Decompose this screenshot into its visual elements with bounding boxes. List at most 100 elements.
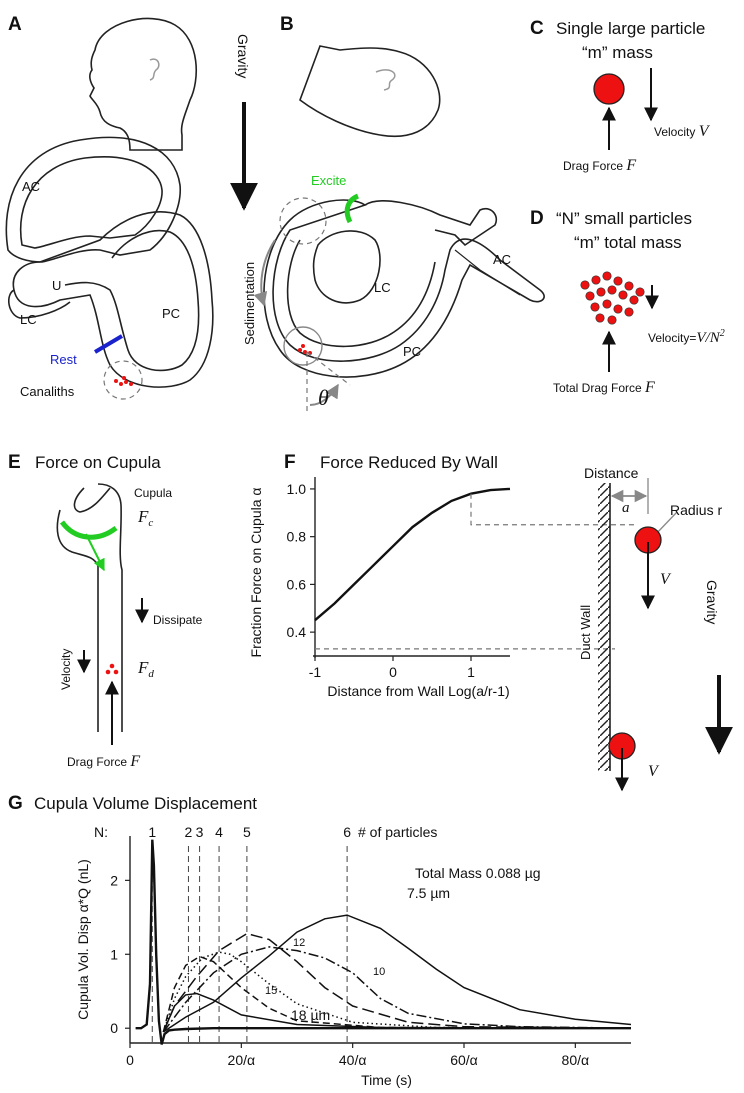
head-profile-a <box>89 17 198 151</box>
g-x-tick-label: 80/α <box>562 1052 590 1068</box>
small-particle <box>635 287 645 297</box>
g-y-tick-label: 1 <box>110 946 118 962</box>
g-peak-marker-label: 1 <box>148 824 156 840</box>
panel-d-title2: “m” total mass <box>574 233 682 252</box>
gravity-label-f: Gravity <box>704 580 720 624</box>
g-peak-marker-label: 5 <box>243 824 251 840</box>
small-particle <box>607 315 617 325</box>
ac-label-a: AC <box>22 179 40 194</box>
duct-diagram-e <box>56 483 149 745</box>
labyrinth-a <box>5 136 214 400</box>
g-x-axis-label: Time (s) <box>361 1072 412 1088</box>
drag-label-c: Drag Force F <box>563 157 636 174</box>
small-particle <box>595 313 605 323</box>
g-series-line <box>162 914 632 1033</box>
sedimentation-label: Sedimentation <box>242 262 257 345</box>
large-particle <box>593 73 625 105</box>
panel-f-label: F <box>284 452 296 473</box>
lc-label-b: LC <box>374 280 391 295</box>
panel-c-label: C <box>530 18 544 39</box>
f-x-tick-label: 0 <box>389 664 397 680</box>
f-y-tick-label: 0.4 <box>287 624 307 640</box>
particles-label: # of particles <box>358 824 437 840</box>
cupula-label-e: Cupula <box>134 486 172 500</box>
f-ref-line-high <box>470 493 638 526</box>
small-particle <box>624 307 634 317</box>
small-particle <box>602 271 612 281</box>
radius-pointer <box>654 511 678 536</box>
rest-label: Rest <box>50 352 77 367</box>
total-mass-label: Total Mass 0.088 µg <box>415 865 541 881</box>
velocity-label-c: Velocity V <box>654 123 711 140</box>
small-particle <box>590 302 600 312</box>
g-series-label: 10 <box>373 966 385 978</box>
v-label-near: V <box>648 763 660 780</box>
cupula-e <box>59 520 118 540</box>
small-particle <box>602 299 612 309</box>
g-series-line <box>162 946 632 1033</box>
g-y-tick-label: 2 <box>110 872 118 888</box>
f-curve <box>314 487 511 622</box>
drag-label-d: Total Drag Force F <box>553 379 655 396</box>
panel-c-title2: “m” mass <box>582 43 653 62</box>
panel-f-title: Force Reduced By Wall <box>320 453 498 472</box>
upper-zoom-circle-b <box>279 197 327 245</box>
ear-icon-b <box>375 69 396 91</box>
g-peak-marker-label: 3 <box>196 824 204 840</box>
canaliths-a <box>114 376 133 386</box>
canaliths-label: Canaliths <box>20 384 75 399</box>
pc-label-b: PC <box>403 344 421 359</box>
f-x-tick-label: 1 <box>467 664 475 680</box>
small-particle <box>585 291 595 301</box>
dissipate-label: Dissipate <box>153 613 203 627</box>
panel-b-label: B <box>280 14 294 35</box>
f-y-tick-label: 0.6 <box>287 576 307 592</box>
g-series-line <box>162 932 632 1033</box>
g-x-tick-label: 40/α <box>339 1052 367 1068</box>
g-y-tick-label: 0 <box>110 1020 118 1036</box>
canalith-zoom-circle <box>103 360 143 400</box>
gravity-label-top: Gravity <box>235 34 251 78</box>
g-series-label: 7.5 µm <box>407 885 450 901</box>
g-series-line <box>162 992 632 1033</box>
wall-diagram-f <box>598 478 733 792</box>
panel-e-label: E <box>8 452 21 473</box>
panel-e-title: Force on Cupula <box>35 453 161 472</box>
head-tilted-b <box>299 45 441 137</box>
small-particle <box>580 280 590 290</box>
g-series-line <box>135 839 631 1045</box>
canaliths-b <box>298 344 312 355</box>
f-y-tick-label: 1.0 <box>287 481 307 497</box>
panel-a-label: A <box>8 14 22 35</box>
f-x-tick-label: -1 <box>309 664 322 680</box>
small-particle <box>607 285 617 295</box>
particles-e <box>105 663 119 675</box>
drag-label-e: Drag Force F <box>67 753 140 770</box>
theta-label: θ <box>318 385 329 410</box>
cupula-displacement-arrow <box>85 533 105 572</box>
g-series-label: 12 <box>293 937 305 949</box>
velocity-label-e: Velocity <box>59 649 73 690</box>
g-peak-marker-label: 6 <box>343 824 351 840</box>
small-particle <box>613 304 623 314</box>
fc-label: Fc <box>137 507 153 529</box>
labyrinth-b <box>253 193 545 412</box>
excite-cupula-b <box>344 193 360 224</box>
g-peak-marker-label: 4 <box>215 824 223 840</box>
radius-label: Radius r <box>670 502 722 518</box>
g-peak-marker-label: 2 <box>185 824 193 840</box>
small-particle <box>613 276 623 286</box>
small-particle <box>618 290 628 300</box>
g-x-tick-label: 60/α <box>450 1052 478 1068</box>
small-particle <box>591 275 601 285</box>
sedimentation-arrow <box>253 239 276 307</box>
tilt-reference-line <box>306 351 351 386</box>
f-x-axis-label: Distance from Wall Log(a/r-1) <box>327 683 509 699</box>
theta-arc-arrow <box>309 383 339 406</box>
fd-label: Fd <box>137 658 154 680</box>
small-particle <box>629 295 639 305</box>
small-particle <box>596 287 606 297</box>
